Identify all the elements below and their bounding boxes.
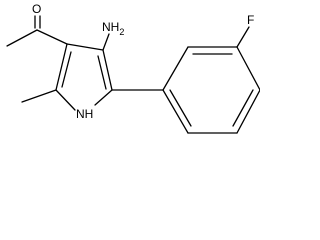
- amino-label-subscript: 2: [119, 27, 124, 37]
- fluorine-bond: [236, 26, 250, 48]
- benzene-bond-4-5: [236, 89, 260, 134]
- benzene-bond-3-4: [236, 46, 260, 91]
- benzene-bond-6-1: [162, 89, 189, 134]
- amino-bond: [102, 33, 110, 51]
- benzene-inner-bond-c: [169, 89, 192, 127]
- oxygen-label: O: [32, 2, 41, 16]
- ring-methyl-bond: [21, 89, 57, 103]
- fluorine-label: F: [247, 13, 254, 27]
- ring-bond-c4-c5: [102, 49, 113, 91]
- ring-bond-c3-c4: [66, 43, 104, 51]
- molecule-structure: O NH2 NH F: [6, 2, 260, 134]
- benzene-bond-1-2: [162, 46, 189, 91]
- carbonyl-single-bond: [36, 29, 68, 45]
- acetyl-methyl-bond: [6, 29, 38, 47]
- ring-bond-c4-c5-inner: [97, 55, 107, 90]
- ring-bond-c5-n1: [94, 89, 113, 106]
- ring-bond-n1-c2: [55, 89, 76, 111]
- ring-nh-label: NH: [76, 107, 93, 121]
- benzene-inner-bond-b: [232, 89, 254, 127]
- ring-bond-c2-c3-inner: [61, 51, 72, 88]
- amino-label: NH2: [102, 20, 124, 37]
- amino-label-main: NH: [102, 20, 119, 34]
- structure-canvas: O NH2 NH F: [0, 0, 260, 143]
- ring-bond-c2-c3: [55, 43, 68, 91]
